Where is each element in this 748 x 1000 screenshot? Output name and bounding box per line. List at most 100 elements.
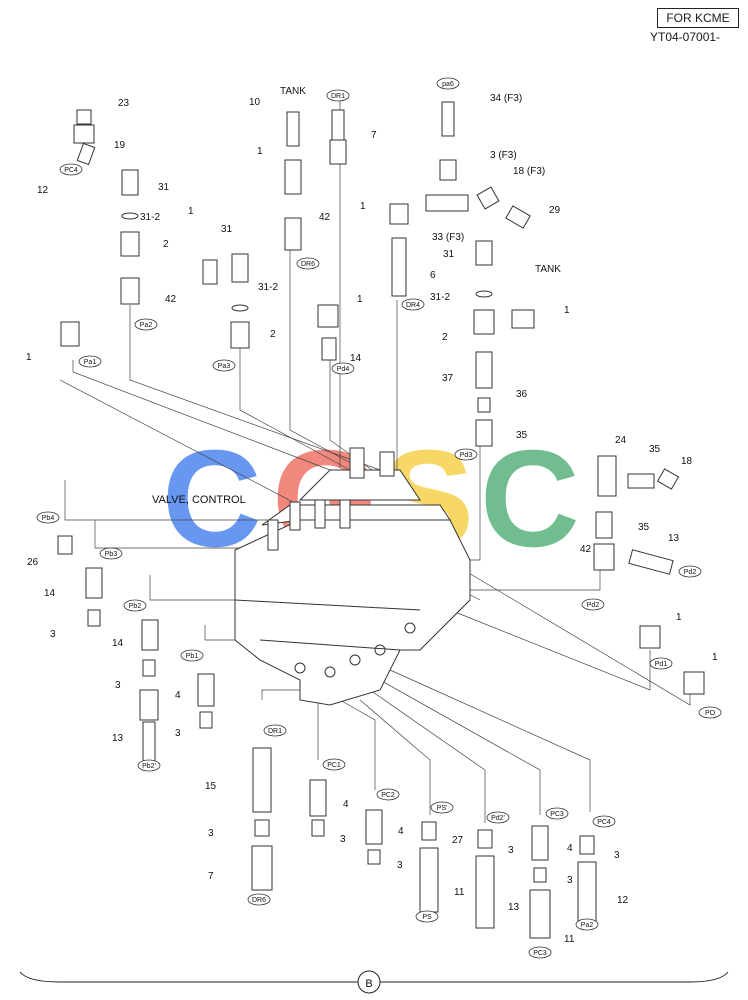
callout-number: 3 (508, 845, 514, 856)
callout-number: 4 (343, 799, 349, 810)
port-tag-label: Pd1 (655, 661, 668, 668)
port-tag-outline (545, 807, 569, 820)
callout-number: 18 (681, 456, 693, 467)
port-tag: Pd4 (331, 362, 355, 375)
port-tag-label: PC4 (64, 167, 78, 174)
port-tag-outline (212, 359, 236, 372)
callout-number: 1 (676, 612, 682, 623)
port-tag-outline (486, 811, 510, 824)
port-tag-label: Pb3 (105, 551, 118, 558)
port-tag-label: PS (422, 914, 432, 921)
port-tag: Pd3 (454, 448, 478, 461)
assembly-label: VALVE, CONTROL (152, 494, 246, 506)
section-mark: B (365, 978, 372, 990)
port-tag-outline (123, 599, 147, 612)
port-tag: PS (415, 910, 439, 923)
callout-number: 10 (249, 97, 261, 108)
port-tag-label: Pd2 (587, 602, 600, 609)
port-tag: PC4 (592, 815, 616, 828)
port-tag: pa6 (436, 77, 460, 90)
fittings (57, 101, 705, 939)
callout-number: 1 (360, 201, 366, 212)
callout-number: 6 (430, 270, 436, 281)
callout-number: 1 (188, 206, 194, 217)
callout-number: TANK (535, 264, 561, 275)
callout-number: 7 (371, 130, 377, 141)
callout-number: 27 (452, 835, 464, 846)
port-tag-outline (592, 815, 616, 828)
port-tag-label: DR4 (406, 302, 420, 309)
port-tag: Pa2 (134, 318, 158, 331)
port-tag: Pb4 (36, 511, 60, 524)
port-tag-outline (137, 759, 161, 772)
callout-number: 37 (442, 373, 454, 384)
port-tag-label: pa6 (442, 81, 454, 88)
callout-number: 33 (F3) (432, 232, 464, 243)
port-tag: PC4 (59, 163, 83, 176)
port-tag-outline (134, 318, 158, 331)
port-tag: PC3 (545, 807, 569, 820)
callout-number: 7 (208, 871, 214, 882)
port-tag: Pd2' (486, 811, 510, 824)
callout-number: 3 (614, 850, 620, 861)
callout-number: 14 (44, 588, 56, 599)
callout-number: 11 (454, 887, 465, 898)
port-tag-outline (454, 448, 478, 461)
callout-number: 18 (F3) (513, 166, 545, 177)
callout-number: 13 (668, 533, 680, 544)
port-tag-label: PC1 (327, 762, 341, 769)
callout-number: 1 (26, 352, 32, 363)
callout-number: 3 (F3) (490, 150, 517, 161)
callout-number: 2 (163, 239, 169, 250)
port-tag-label: PS' (437, 805, 448, 812)
port-tag-outline (36, 511, 60, 524)
port-tag: Pa3 (212, 359, 236, 372)
port-tag-label: Pb2 (129, 603, 142, 610)
callout-number: 4 (175, 690, 181, 701)
callout-number: 31 (158, 182, 170, 193)
port-tag-outline (698, 706, 722, 719)
callout-number: 15 (205, 781, 217, 792)
port-tag: PS' (430, 801, 454, 814)
callout-number: 14 (350, 353, 362, 364)
port-tag: DR6 (296, 257, 320, 270)
port-tag-label: Pd2' (491, 815, 505, 822)
port-tag-label: Pd3 (460, 452, 473, 459)
port-tag-label: Pb4 (42, 515, 55, 522)
callout-number: 35 (516, 430, 528, 441)
port-tag-label: PC3 (550, 811, 564, 818)
port-tag: Pa2 (575, 918, 599, 931)
port-tag-outline (59, 163, 83, 176)
port-tag-outline (180, 649, 204, 662)
port-tag-label: DR1 (268, 728, 282, 735)
section-bracket (19, 970, 729, 994)
callout-number: 42 (580, 544, 592, 555)
callout-number: 35 (638, 522, 650, 533)
port-tag-label: PC2 (381, 792, 395, 799)
callout-number: 34 (F3) (490, 93, 522, 104)
port-tag-label: DR6 (252, 897, 266, 904)
port-tag: Pd1 (649, 657, 673, 670)
callout-number: 1 (357, 294, 363, 305)
port-tag-label: Pd4 (337, 366, 350, 373)
callout-number: 31 (443, 249, 455, 260)
callout-number: 23 (118, 98, 130, 109)
callout-number: 1 (257, 146, 263, 157)
callout-number: 29 (549, 205, 561, 216)
port-tag-label: DR6 (301, 261, 315, 268)
port-tag: DR6 (247, 893, 271, 906)
callout-number: 14 (112, 638, 124, 649)
callout-number: 1 (564, 305, 570, 316)
callout-number: 36 (516, 389, 528, 400)
port-tag-outline (326, 89, 350, 102)
port-tag: Pa1 (78, 355, 102, 368)
port-tag: DR4 (401, 298, 425, 311)
port-tags: PC4Pa2Pa1Pa3DR1DR6pa6DR4Pd4Pd3Pb4Pb3Pd2P… (36, 77, 722, 959)
port-tag-label: Pb2' (142, 763, 156, 770)
port-tag: DR1 (263, 724, 287, 737)
port-tag: PO (698, 706, 722, 719)
callout-number: 4 (567, 843, 573, 854)
callout-number: 31-2 (430, 292, 450, 303)
callout-number: 3 (208, 828, 214, 839)
